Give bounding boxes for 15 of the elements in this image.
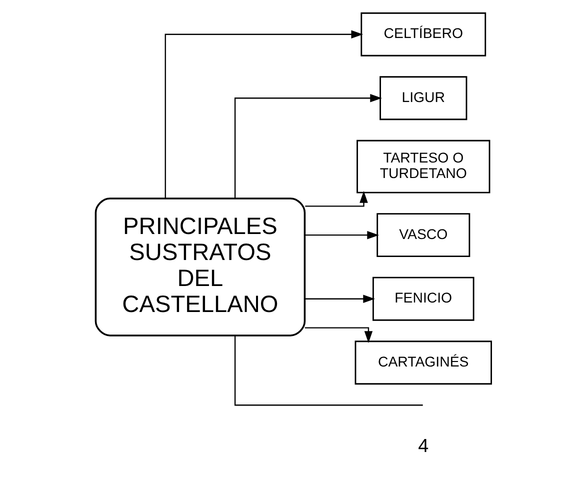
- arrow: [234, 94, 382, 198]
- node-box: VASCO: [376, 213, 470, 258]
- node-box: CARTAGINÉS: [354, 340, 492, 385]
- arrow: [164, 30, 363, 198]
- arrow: [304, 230, 378, 240]
- connector: [234, 336, 422, 406]
- node-box: LIGUR: [379, 76, 467, 120]
- node-box: CELTÍBERO: [360, 12, 486, 56]
- arrow: [304, 294, 374, 303]
- arrow: [304, 191, 368, 207]
- node-box: FENICIO: [372, 276, 474, 321]
- arrow: [304, 327, 372, 343]
- label: 4: [418, 436, 428, 458]
- node-box: TARTESO O TURDETANO: [356, 140, 490, 194]
- node-box: PRINCIPALES SUSTRATOS DEL CASTELLANO: [94, 198, 306, 336]
